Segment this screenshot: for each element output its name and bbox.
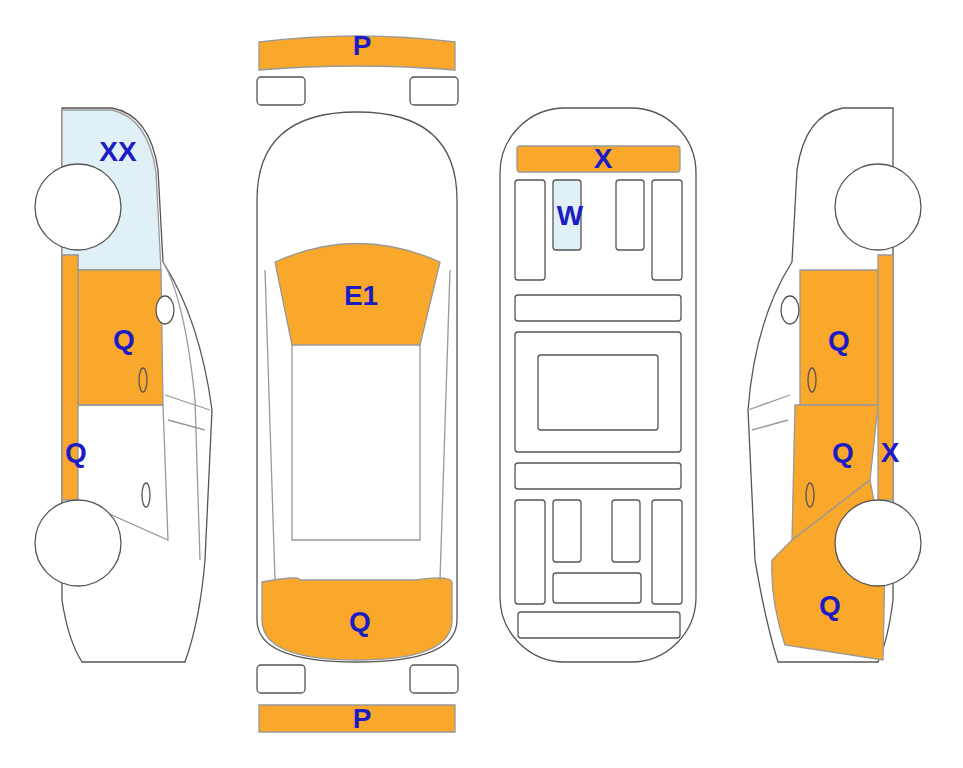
damage-code: X [881,439,900,467]
damage-code: Q [832,439,854,467]
damage-code: E1 [344,282,378,310]
damage-code: XX [99,138,136,166]
damage-code: Q [349,608,371,636]
damage-code: P [353,32,372,60]
damage-code: X [594,145,613,173]
damage-code: Q [819,592,841,620]
damage-code: Q [65,439,87,467]
damage-code: Q [113,326,135,354]
damage-code: W [557,202,583,230]
damage-code: Q [828,327,850,355]
damage-code: P [353,705,372,733]
